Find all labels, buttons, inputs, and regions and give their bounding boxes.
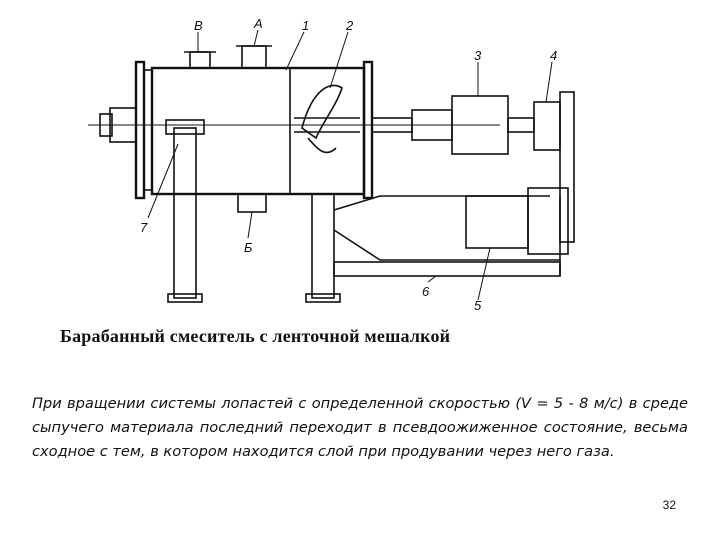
- leader-4: [545, 61, 553, 103]
- callout-2: 2: [345, 18, 354, 33]
- nozzle-v: [189, 51, 211, 69]
- callout-7: 7: [140, 220, 148, 235]
- callout-1: 1: [302, 18, 309, 33]
- callout-b: Б: [244, 240, 253, 255]
- nozzle-a: [241, 45, 267, 69]
- left-leg: [173, 127, 197, 299]
- motor-body: [465, 195, 529, 249]
- pulley: [533, 101, 561, 151]
- callout-4: 4: [550, 48, 557, 63]
- base-frame: [333, 261, 561, 277]
- callout-6: 6: [422, 284, 430, 299]
- motor-housing: [527, 187, 569, 255]
- leader-b: [247, 211, 253, 239]
- page-number: 32: [662, 498, 676, 512]
- right-flange: [362, 60, 374, 200]
- frame-brace-top: [333, 195, 550, 211]
- leader-a: [253, 29, 259, 47]
- frame-brace-bottom: [333, 229, 560, 261]
- body-paragraph: При вращении системы лопастей с определе…: [32, 395, 688, 460]
- callout-v: В: [194, 18, 203, 33]
- callout-5: 5: [474, 298, 482, 310]
- leader-7: [147, 143, 179, 219]
- left-flange-outer: [134, 60, 146, 200]
- ribbon-blade-top: [301, 84, 343, 140]
- drum-mixer-diagram: В А 1 2 3 4 7 Б 6 5: [88, 16, 575, 310]
- belt-guard: [559, 91, 575, 243]
- leader-6: [427, 275, 437, 283]
- left-leg-cap: [165, 119, 205, 135]
- left-leg-foot: [167, 293, 203, 303]
- output-shaft: [507, 117, 535, 133]
- leader-5: [477, 247, 491, 301]
- ribbon-blade-bottom: [307, 137, 337, 154]
- figure-caption: Барабанный смеситель с ленточной мешалко…: [60, 326, 451, 346]
- drum-body: [150, 66, 366, 196]
- callout-3: 3: [474, 48, 482, 63]
- discharge-nozzle: [237, 193, 267, 213]
- center-leg: [311, 193, 335, 299]
- left-shaft-end: [99, 113, 113, 137]
- leader-2: [329, 31, 349, 89]
- leader-1: [285, 31, 305, 71]
- callout-a: А: [253, 16, 263, 31]
- center-leg-foot: [305, 293, 341, 303]
